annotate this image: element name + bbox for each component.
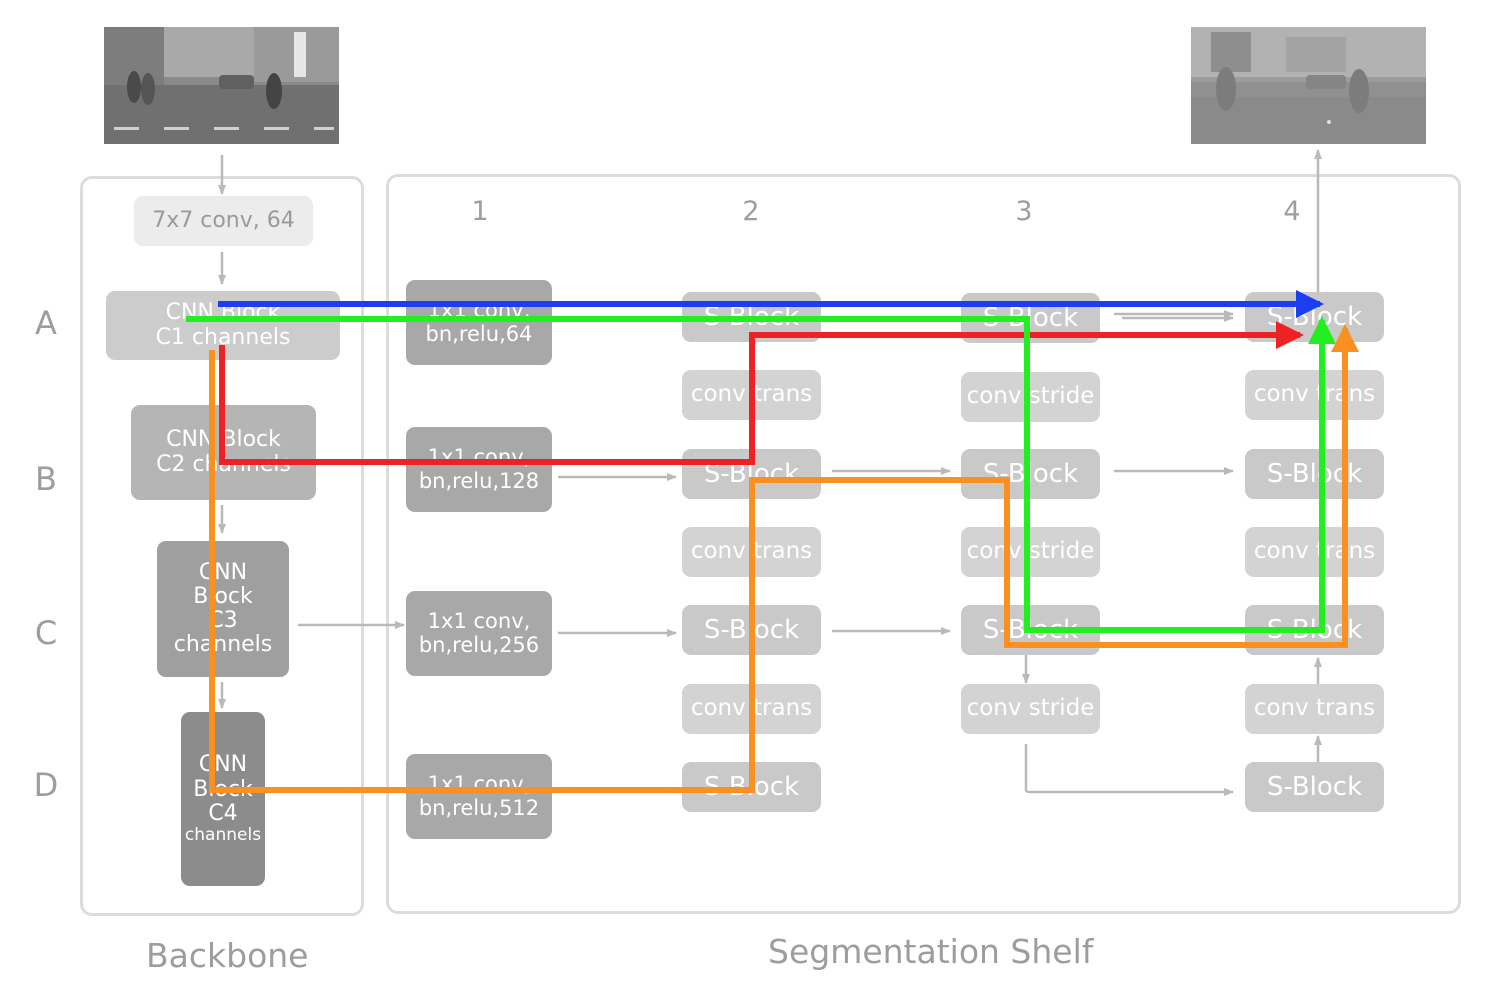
s-block-b3-label: S-Block <box>982 458 1079 489</box>
projection-a-line2: bn,relu,64 <box>425 321 533 346</box>
row-label-d: D <box>33 766 59 804</box>
cnn-block-c3: CNN Block C3 channels <box>157 541 289 677</box>
conv-trans-4-bc-label: conv trans <box>1253 538 1376 565</box>
conv-stride-3-cd-label: conv stride <box>966 695 1095 722</box>
conv-stride-3-bc: conv stride <box>961 527 1100 577</box>
projection-c-line1: 1x1 conv, <box>427 609 531 634</box>
stem-conv-label: 7x7 conv, 64 <box>152 207 295 233</box>
cnn-block-c4-line1: CNN <box>198 752 248 778</box>
column-number-3: 3 <box>1015 196 1033 227</box>
column-number-4: 4 <box>1283 196 1301 227</box>
conv-stride-3-ab: conv stride <box>961 372 1100 422</box>
conv-stride-3-cd: conv stride <box>961 684 1100 734</box>
projection-b-line2: bn,relu,128 <box>418 468 540 493</box>
conv-trans-4-ab: conv trans <box>1245 370 1384 420</box>
projection-d-line2: bn,relu,512 <box>418 795 540 820</box>
conv-stride-3-bc-label: conv stride <box>966 538 1095 565</box>
row-label-a: A <box>35 304 57 342</box>
segmentation-shelf-panel <box>386 174 1461 914</box>
cnn-block-c3-line2: Block <box>193 583 253 609</box>
cnn-block-c3-line4: channels <box>173 632 273 658</box>
conv-trans-4-cd-label: conv trans <box>1253 695 1376 722</box>
s-block-d4-label: S-Block <box>1266 771 1363 802</box>
stem-conv-block: 7x7 conv, 64 <box>134 196 313 246</box>
row-label-b: B <box>35 460 57 498</box>
conv-trans-4-cd: conv trans <box>1245 684 1384 734</box>
cnn-block-c4-line3: C4 <box>208 800 238 826</box>
cnn-block-c4-line4: channels <box>184 824 262 845</box>
column-number-1: 1 <box>471 196 489 227</box>
conv-stride-3-ab-label: conv stride <box>966 383 1095 410</box>
s-block-d4: S-Block <box>1245 762 1384 812</box>
output-segmentation-image <box>1191 27 1426 144</box>
column-number-2: 2 <box>742 196 760 227</box>
projection-c: 1x1 conv, bn,relu,256 <box>406 591 552 676</box>
row-label-c: C <box>34 614 58 652</box>
green-path <box>186 316 1336 633</box>
cnn-block-c3-line1: CNN <box>198 559 248 585</box>
backbone-label: Backbone <box>146 936 309 975</box>
conv-trans-4-bc: conv trans <box>1245 527 1384 577</box>
conv-trans-4-ab-label: conv trans <box>1253 381 1376 408</box>
orange-path <box>209 324 1359 793</box>
s-block-b3: S-Block <box>961 449 1100 499</box>
input-image <box>104 27 339 144</box>
red-path <box>219 321 1304 465</box>
segmentation-shelf-label: Segmentation Shelf <box>768 932 1094 971</box>
projection-c-line2: bn,relu,256 <box>418 632 540 657</box>
